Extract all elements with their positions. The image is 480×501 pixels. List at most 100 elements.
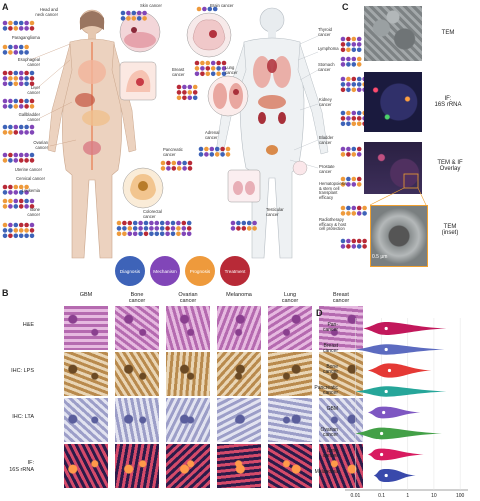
citation-dot <box>24 20 29 26</box>
citation-dot <box>132 231 138 237</box>
citation-dot <box>241 220 247 226</box>
citation-dot <box>220 146 225 152</box>
citation-dot <box>18 158 24 163</box>
histology-tile <box>319 444 363 488</box>
citation-dot <box>192 90 198 95</box>
citation-dot <box>13 190 19 195</box>
citation-dot <box>18 204 24 209</box>
citation-dot <box>356 76 362 82</box>
cancer-label: Gallbladder cancer <box>18 112 40 122</box>
citation-dot <box>18 233 24 239</box>
citation-dot <box>356 56 362 62</box>
citation-dot <box>230 220 236 226</box>
citation-dot <box>13 233 19 239</box>
cancer-label: Lung cancer <box>225 65 238 75</box>
citation-dot <box>18 50 24 55</box>
citation-dot <box>346 205 351 211</box>
histology-tile <box>64 444 108 488</box>
histology-tile <box>268 444 312 488</box>
citation-dot <box>18 70 24 76</box>
skin-zoom <box>119 11 161 53</box>
histology-tile <box>115 444 159 488</box>
histology-row-header: IF: 16S rRNA <box>9 460 34 473</box>
violin-shape <box>367 448 424 461</box>
citation-dot <box>351 82 357 87</box>
histology-tile <box>217 306 261 350</box>
citation-dot <box>24 50 29 55</box>
citation-dot <box>225 146 231 152</box>
x-tick-label: 0.01 <box>350 493 361 499</box>
citation-dot <box>13 204 19 209</box>
citation-dot <box>143 226 149 231</box>
histology-tile <box>268 352 312 396</box>
violin-median <box>387 368 392 373</box>
citation-dot <box>340 116 346 121</box>
citation-dot <box>8 130 13 135</box>
citation-dot <box>166 160 171 166</box>
citation-dot <box>230 226 236 231</box>
citation-dot <box>212 6 218 12</box>
citation-dot <box>221 60 227 66</box>
citation-dot <box>346 176 351 182</box>
citation-dot <box>18 228 24 233</box>
citation-dot <box>13 158 19 163</box>
citation-dot <box>24 184 29 190</box>
citation-dot <box>2 130 8 135</box>
citation-dot <box>351 87 357 93</box>
citation-dot <box>202 6 207 12</box>
legend-mechanism: Mechanism <box>150 256 180 286</box>
citation-dot <box>13 20 19 26</box>
citation-dot <box>8 184 13 190</box>
citation-dot <box>13 198 19 204</box>
citation-dot <box>346 62 351 67</box>
violin-category-label: Breast cancer <box>322 342 338 355</box>
citation-dot <box>210 60 216 66</box>
citation-dot <box>132 226 138 231</box>
citation-dot <box>181 226 187 231</box>
citation-dot <box>351 121 357 127</box>
panel-a-letter: A <box>2 2 9 12</box>
citation-dot <box>8 158 13 163</box>
citation-dot <box>29 124 35 130</box>
citation-dot <box>120 16 126 21</box>
citation-dot <box>198 152 204 157</box>
cancer-label: Brain cancer <box>210 3 234 8</box>
citation-dot <box>192 84 198 90</box>
violin-shape <box>355 427 442 440</box>
citation-dot <box>200 60 205 66</box>
citation-dot <box>8 81 13 87</box>
citation-dot <box>356 87 362 93</box>
tem-image <box>364 6 422 61</box>
citation-dot <box>8 204 13 209</box>
cancer-label: Adrenal cancer <box>205 130 220 140</box>
histology-tile <box>166 398 210 442</box>
citation-dot <box>204 146 209 152</box>
citation-dot <box>214 146 220 152</box>
histology-tile <box>115 306 159 350</box>
legend-treatment: Treatment <box>220 256 250 286</box>
citation-dot <box>29 76 35 81</box>
citation-dot <box>159 226 165 231</box>
histology-column-header: Breast cancer <box>332 292 350 304</box>
citation-dot <box>8 198 13 204</box>
citation-dot <box>182 166 187 171</box>
citation-dot <box>13 44 19 50</box>
citation-dot <box>29 204 35 209</box>
citation-dot <box>166 166 171 171</box>
citation-dot <box>346 238 351 244</box>
citation-dot <box>182 84 187 90</box>
citation-dot <box>252 220 257 226</box>
citation-dot <box>187 95 193 101</box>
citation-dot <box>8 98 13 104</box>
citation-dot <box>221 66 227 71</box>
citation-dot <box>29 228 35 233</box>
citation-dot <box>2 81 8 87</box>
citation-dot <box>209 146 215 152</box>
citation-dot <box>127 231 133 237</box>
citation-dot <box>13 98 19 104</box>
violin-median <box>379 431 384 436</box>
scale-bar-text: 0.5 μm <box>372 254 388 260</box>
citation-dot <box>351 76 357 82</box>
citation-dot <box>154 226 160 231</box>
histology-tile <box>217 398 261 442</box>
